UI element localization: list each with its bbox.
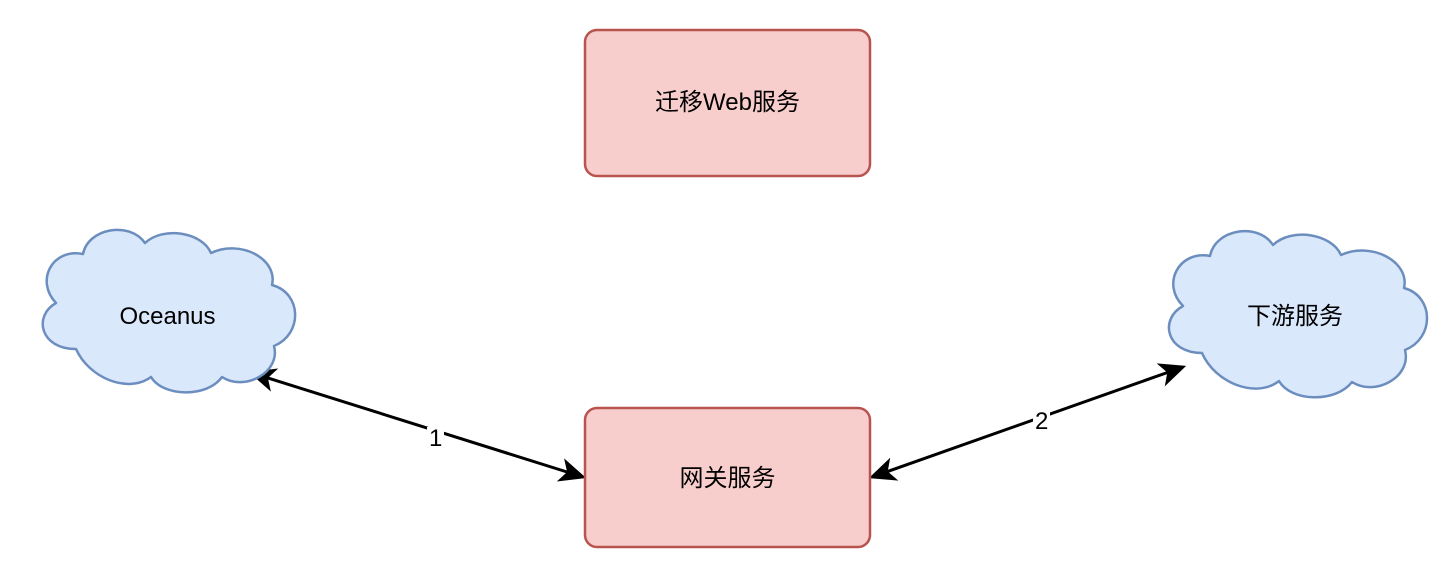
edge-1-label: 1 (427, 425, 445, 452)
edge-2-line[interactable] (868, 363, 1187, 481)
edge-2-label: 2 (1033, 408, 1051, 435)
node-oceanus-shape[interactable] (41, 228, 297, 394)
edge-1-line[interactable] (248, 368, 587, 482)
node-gateway-service-shape[interactable] (583, 406, 872, 549)
node-migrate-web-service-shape[interactable] (583, 28, 872, 178)
node-downstream-service-shape[interactable] (1167, 229, 1429, 399)
